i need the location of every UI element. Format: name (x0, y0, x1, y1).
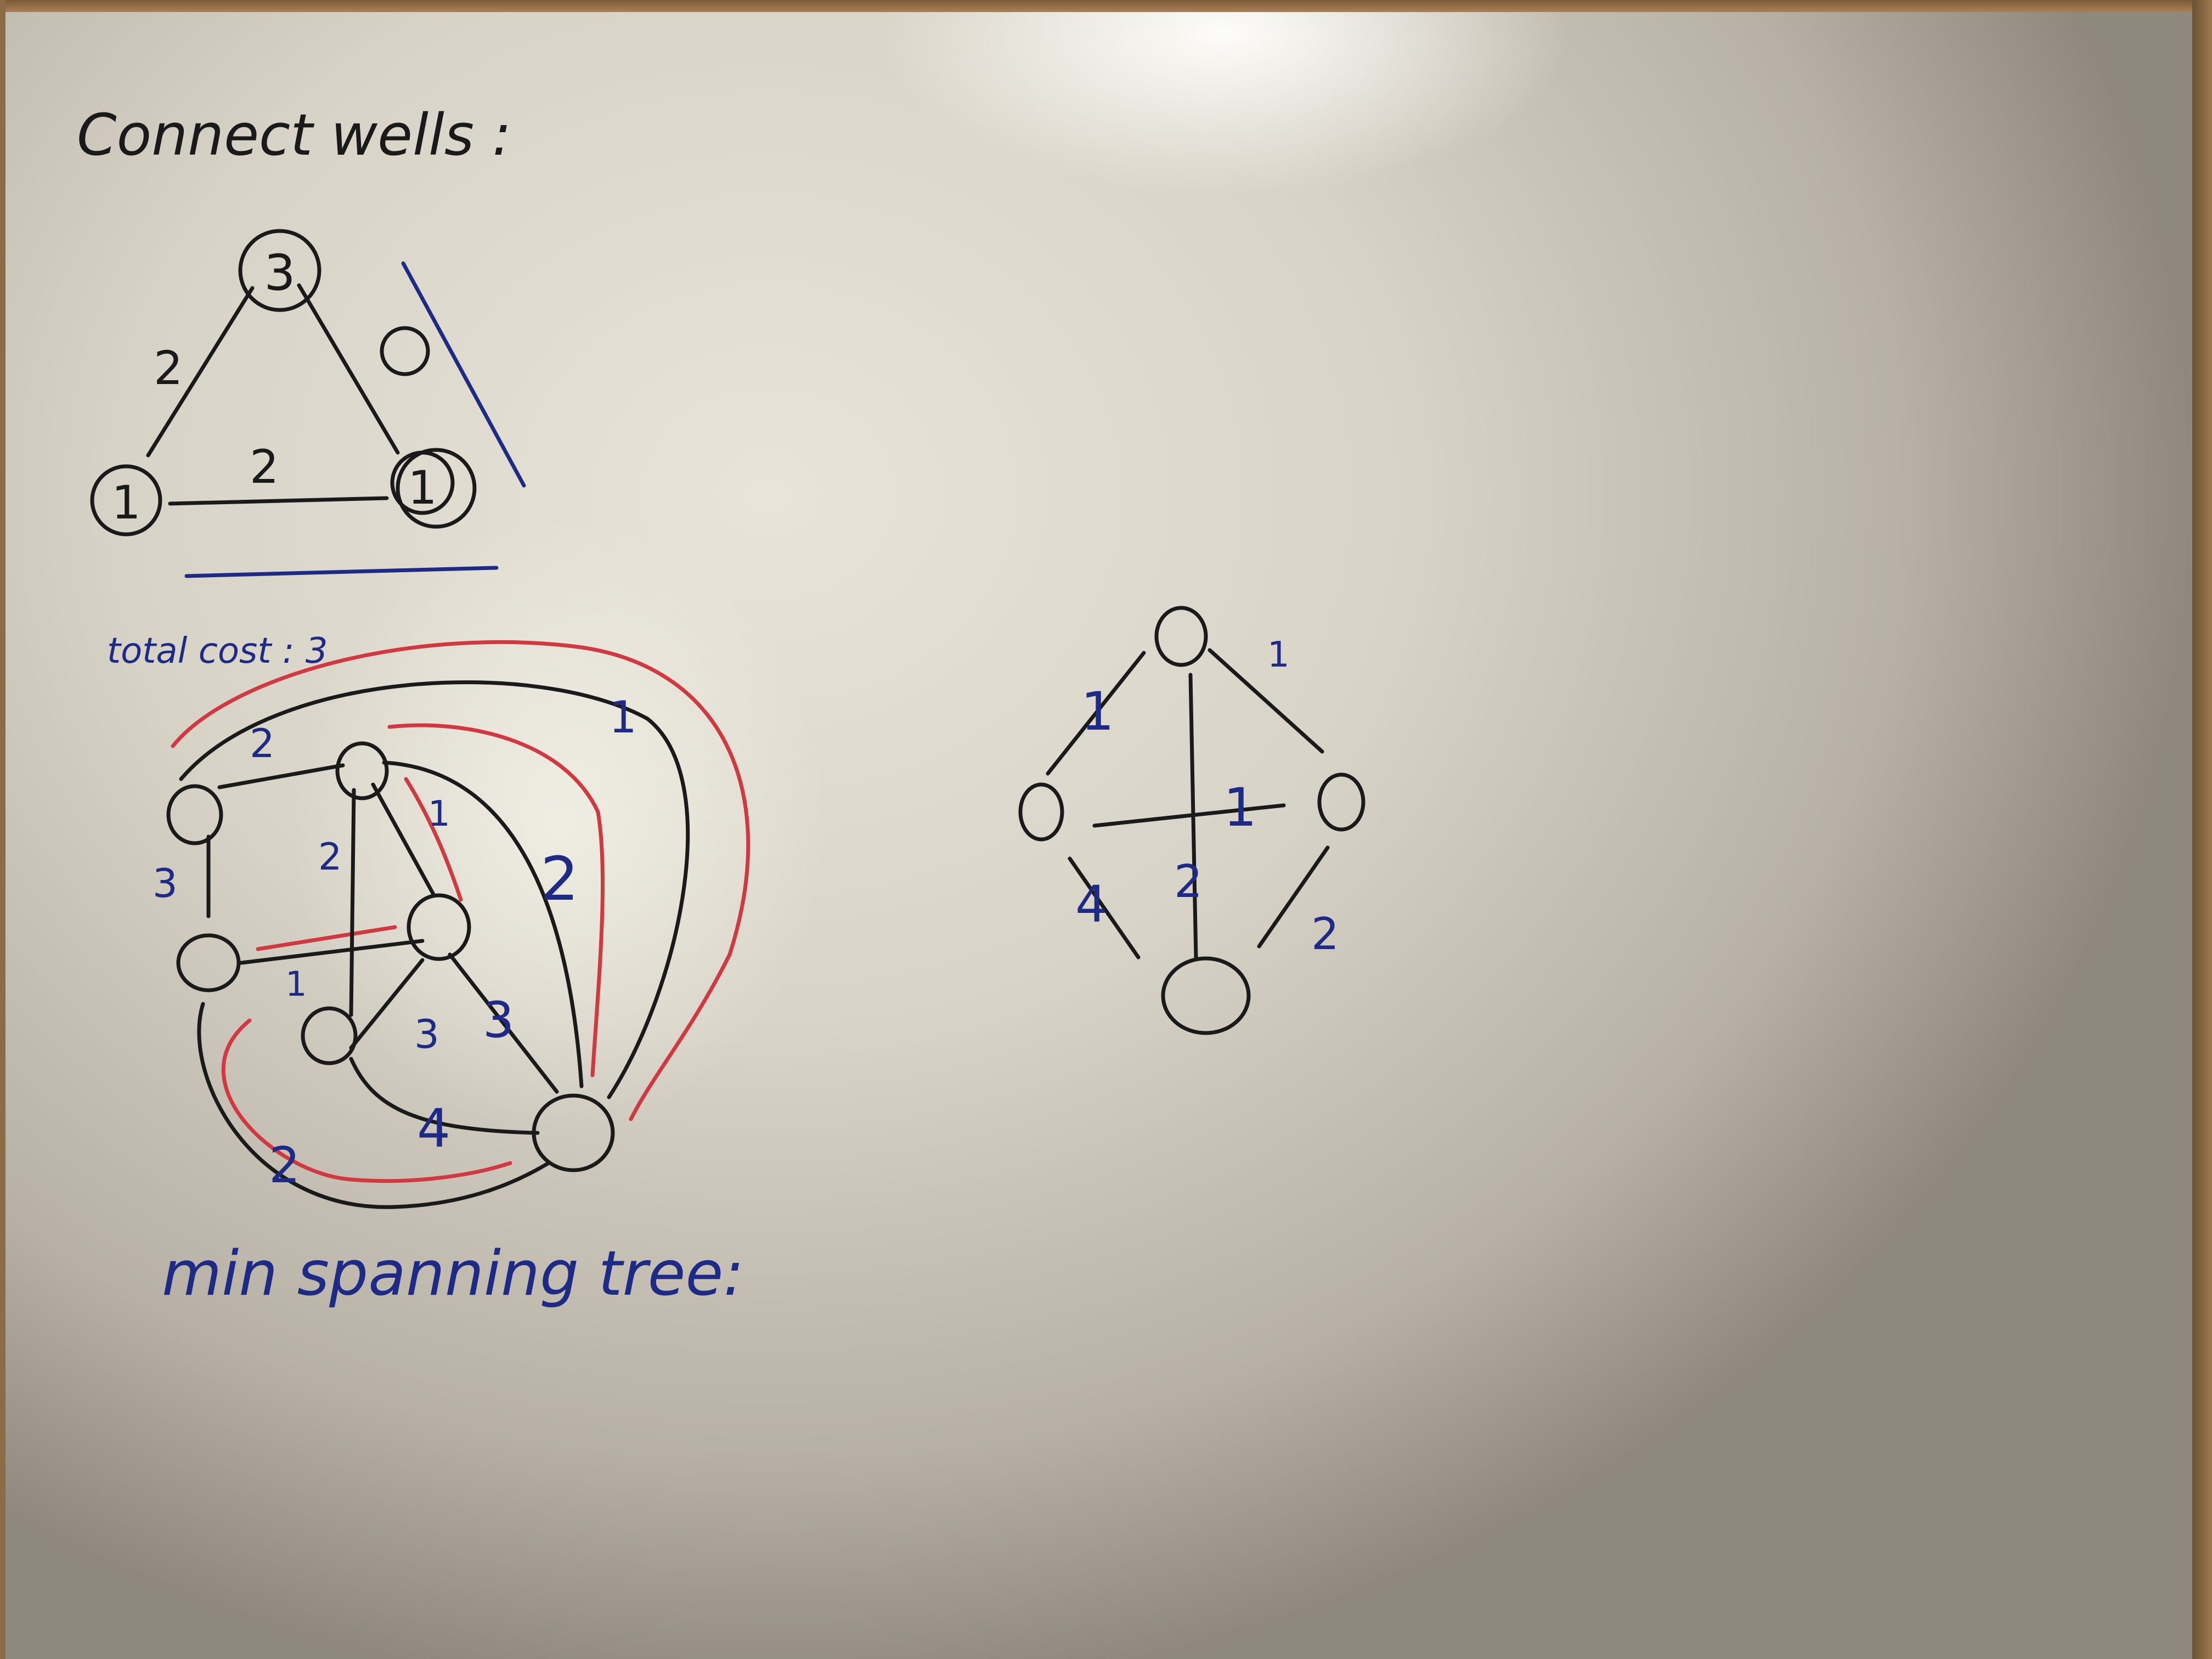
triangle-node-left (90, 464, 162, 537)
red-horizontal (256, 925, 397, 951)
graph1-labels: 2 3 2 1 1 2 1 3 3 4 2 (153, 692, 637, 1194)
triangle-node-right-inner (390, 450, 455, 515)
triangle-cost-marker (380, 326, 430, 376)
graph2-labels: 1 1 1 2 4 2 (1075, 635, 1339, 960)
red-inner-arc (387, 723, 605, 1077)
g1-label-a-c: 3 (153, 860, 178, 906)
g1-edge-c-d (239, 939, 425, 965)
triangle-node-top-label: 3 (264, 244, 295, 302)
graph1-nodes (166, 741, 615, 1172)
g2-label-top-left: 1 (1081, 681, 1114, 742)
g1-node-a (166, 784, 223, 845)
caption-min-spanning-tree: min spanning tree: (162, 1238, 744, 1310)
g1-label-a-f: 1 (609, 692, 637, 743)
g1-edge-d-e (349, 958, 425, 1050)
g1-node-e (301, 1006, 358, 1065)
heading-connect-wells: Connect wells : (77, 101, 511, 168)
g1-edge-b-d (371, 782, 436, 896)
graph2 (1018, 606, 1365, 1035)
g2-label-right-bottom: 2 (1311, 909, 1339, 960)
g1-label-b-f: 2 (540, 844, 579, 914)
red-short-diagonal (404, 777, 463, 902)
red-bottom-arc (221, 1018, 512, 1183)
triangle-graph (90, 229, 477, 537)
g2-edge-right-bottom (1257, 845, 1330, 949)
triangle-edge-right (297, 283, 400, 455)
g1-edge-b-f (382, 760, 584, 1088)
graph1 (166, 640, 751, 1209)
g2-node-left (1018, 782, 1064, 842)
g1-edge-d-f (448, 952, 559, 1094)
triangle-node-right-label: 1 (408, 461, 437, 515)
g2-node-bottom (1161, 956, 1251, 1035)
triangle-node-top (238, 229, 321, 312)
whiteboard-frame-right (2192, 0, 2212, 1659)
g1-edge-c-f (197, 1002, 551, 1209)
g1-edge-b-e (349, 788, 356, 1017)
whiteboard-frame-left (0, 0, 5, 1659)
triangle-node-right (396, 448, 477, 529)
total-cost-note: total cost : 3 (107, 631, 328, 672)
g1-label-a-b: 2 (250, 720, 275, 766)
g1-edge-a-f (179, 680, 690, 1099)
g2-label-top-bottom: 2 (1174, 856, 1203, 908)
g1-node-f (532, 1093, 615, 1172)
graph1-red-highlights (171, 640, 751, 1183)
triangle-node-left-label: 1 (111, 476, 140, 529)
graph1-edges (179, 680, 690, 1209)
g1-node-d (407, 893, 471, 961)
triangle-underline (184, 566, 499, 578)
g2-edge-left-right (1092, 803, 1286, 828)
red-outer-arc (171, 640, 751, 1121)
g1-label-d-e: 3 (414, 1011, 439, 1057)
triangle-edge-bottom-label: 2 (250, 440, 279, 494)
g2-edge-top-left (1046, 651, 1146, 776)
g2-node-right (1317, 772, 1365, 832)
g1-node-b (335, 741, 389, 800)
g2-label-left-right: 1 (1223, 777, 1257, 838)
g2-edge-left-bottom (1068, 856, 1141, 960)
g1-label-b-d: 1 (428, 794, 450, 834)
triangle-edge-left (146, 286, 255, 458)
whiteboard-frame-top (0, 0, 2212, 12)
g2-label-top-right: 1 (1267, 635, 1290, 675)
g1-edge-e-f (349, 1057, 540, 1135)
g2-label-left-bottom: 4 (1075, 875, 1108, 934)
triangle-blue-stroke (401, 261, 526, 488)
triangle-edge-bottom (168, 496, 389, 506)
g1-edge-a-b (217, 763, 345, 789)
g1-label-e-f: 4 (417, 1098, 450, 1159)
g1-label-b-e: 2 (318, 836, 342, 879)
g2-node-top (1154, 606, 1208, 667)
g1-label-c-f: 2 (269, 1137, 300, 1194)
g1-label-c-d: 1 (285, 964, 307, 1004)
g2-edge-top-right (1207, 648, 1324, 754)
g1-label-d-f: 3 (483, 991, 514, 1049)
g1-node-c (176, 933, 241, 992)
triangle-edge-left-label: 2 (154, 341, 183, 395)
